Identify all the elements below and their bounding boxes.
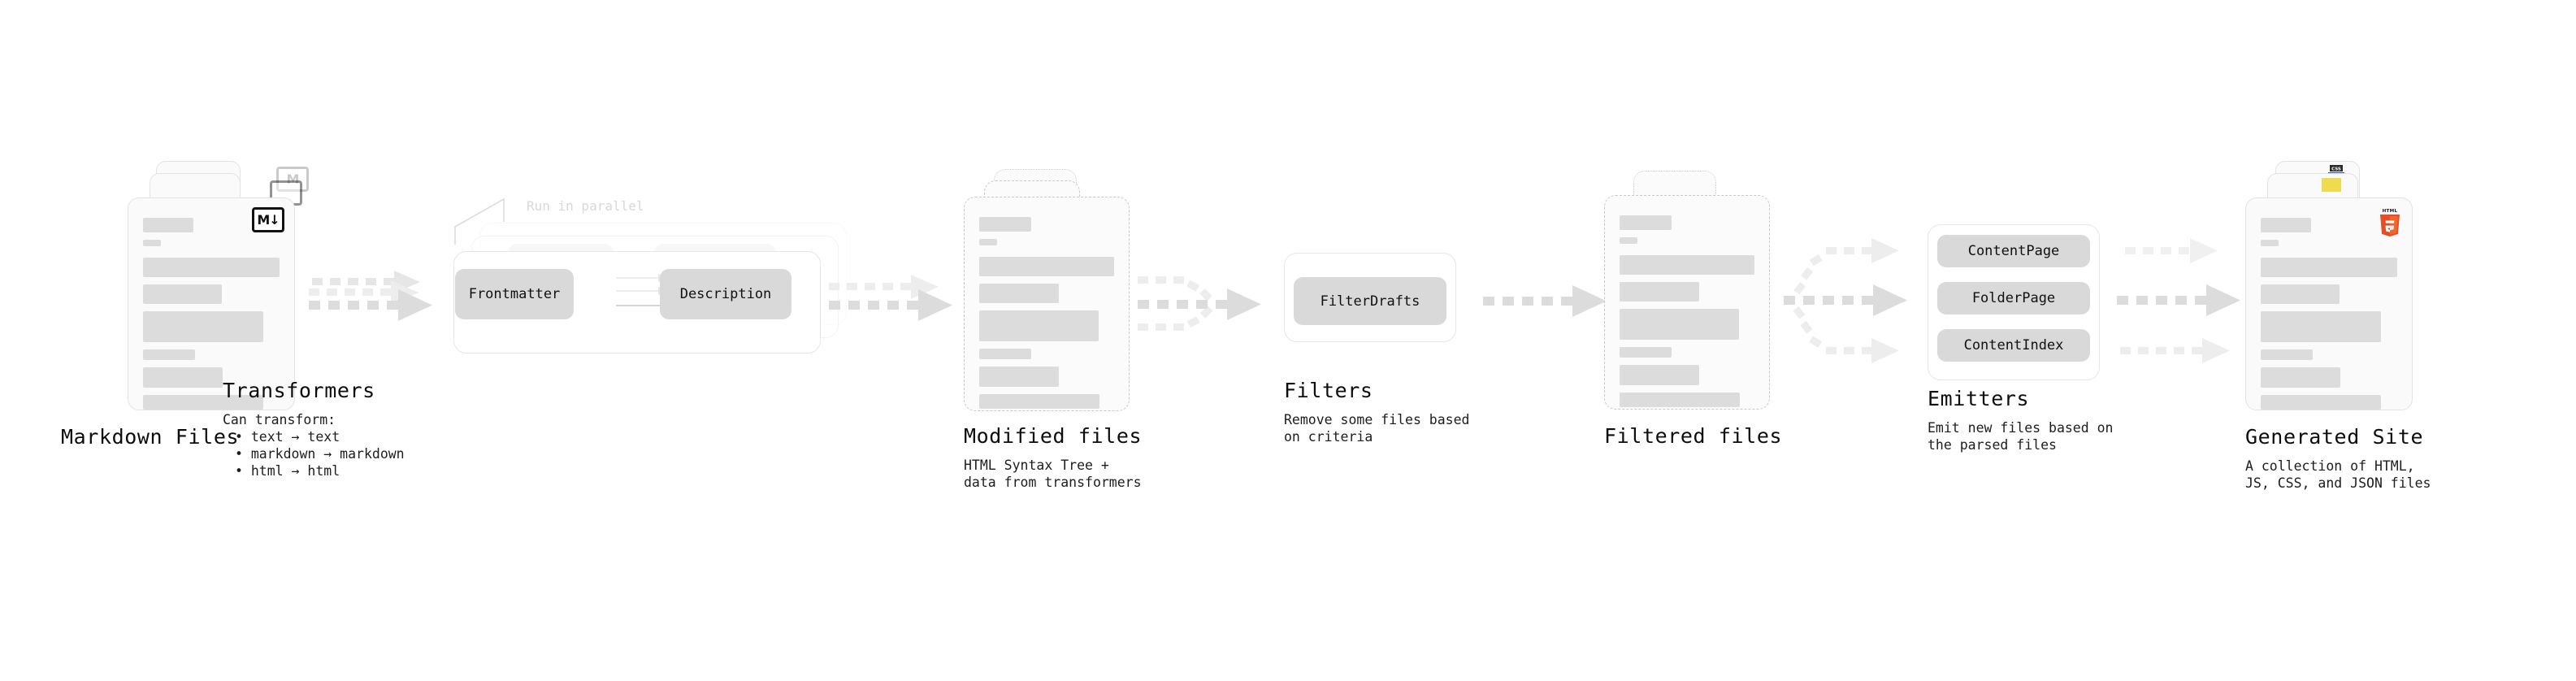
filters-subtitle: Remove some files based on criteria [1284,412,1470,445]
content-bar [979,217,1031,232]
content-bar [2261,367,2340,388]
generated-site-title: Generated Site [2245,425,2424,449]
filters-pill-filterdrafts[interactable]: FilterDrafts [1294,277,1446,325]
content-bar [2261,349,2313,360]
markdown-icon-letter: M [257,211,270,228]
arrow-markdown-to-transformers [309,271,432,321]
content-bar [1620,215,1672,230]
svg-text:HTML: HTML [2383,209,2398,214]
modified-files-subtitle: HTML Syntax Tree + data from transformer… [964,458,1142,490]
modified-card-lines [979,217,1114,416]
transformers-bullet-1: • markdown → markdown [235,446,405,462]
transformer-pill-frontmatter[interactable]: Frontmatter [455,269,574,319]
content-bar [143,258,280,277]
markdown-icon: M↓ [252,207,284,232]
content-bar [979,310,1099,341]
content-bar [1620,282,1699,301]
filtered-card-front [1604,195,1770,410]
arrow-emitters-to-site [2117,238,2240,363]
arrow-filters-to-filtered [1483,285,1607,317]
generated-site-subtitle: A collection of HTML, JS, CSS, and JSON … [2245,458,2431,491]
emitters-pill-folderpage-label: FolderPage [1971,290,2056,306]
content-bar [143,311,263,342]
filtered-card-lines [1620,215,1754,414]
emitters-subtitle: Emit new files based on the parsed files [1928,420,2114,453]
markdown-card-lines [143,218,280,417]
content-bar [2261,284,2340,304]
content-bar [143,218,193,232]
markdown-icon-back-2: M [276,167,309,192]
run-in-parallel-label: Run in parallel [527,198,644,214]
emitters-pill-contentpage[interactable]: ContentPage [1937,235,2090,267]
content-bar [2261,395,2381,410]
content-bar [1620,347,1672,358]
content-bar [143,240,161,246]
arrow-transformers-to-modified [829,275,952,321]
emitters-pill-folderpage[interactable]: FolderPage [1937,282,2090,314]
content-bar [143,367,223,388]
filters-pill-filterdrafts-label: FilterDrafts [1320,293,1420,310]
content-bar [979,257,1114,276]
content-bar [979,349,1031,359]
content-bar [1620,255,1754,275]
transformer-pill-frontmatter-label: Frontmatter [468,286,561,302]
transformer-pill-description[interactable]: Description [660,269,791,319]
content-bar [2261,218,2311,232]
content-bar [1620,237,1637,244]
run-in-parallel-connector [454,197,505,245]
transformers-bullet-0: • text → text [235,429,340,445]
transformers-subtitle: Can transform: [223,412,336,427]
content-bar [143,284,222,304]
content-bar [979,284,1059,303]
site-card-lines [2261,218,2397,417]
markdown-card-front: M↓ [128,197,295,410]
transformer-pill-description-label: Description [679,286,772,302]
emitters-pill-contentindex-label: ContentIndex [1963,337,2064,354]
transformers-title: Transformers [223,379,375,402]
content-bar [979,239,997,245]
content-bar [143,349,195,360]
emitters-title: Emitters [1928,387,2030,410]
site-card-front: HTML [2245,197,2413,410]
javascript-icon [2322,178,2341,192]
content-bar [1620,365,1699,385]
filtered-files-title: Filtered files [1604,424,1783,448]
emitters-pill-contentindex[interactable]: ContentIndex [1937,329,2090,362]
content-bar [2261,240,2279,246]
filters-title: Filters [1284,379,1373,402]
content-bar [2261,258,2397,277]
content-bar [1620,393,1740,407]
arrow-modified-to-filters [1138,276,1261,331]
emitters-pill-contentpage-label: ContentPage [1967,243,2060,259]
transformers-bullet-2: • html → html [235,463,340,479]
content-bar [1620,309,1739,340]
arrow-filtered-to-emitters [1784,238,1907,363]
content-bar [143,395,263,410]
content-bar [979,394,1099,409]
svg-text:CSS: CSS [2331,167,2341,172]
html5-icon: HTML [2380,209,2400,236]
modified-files-title: Modified files [964,424,1143,448]
content-bar [979,367,1059,387]
markdown-files-title: Markdown Files [61,425,240,449]
content-bar [2261,311,2381,342]
modified-card-front [964,197,1130,411]
